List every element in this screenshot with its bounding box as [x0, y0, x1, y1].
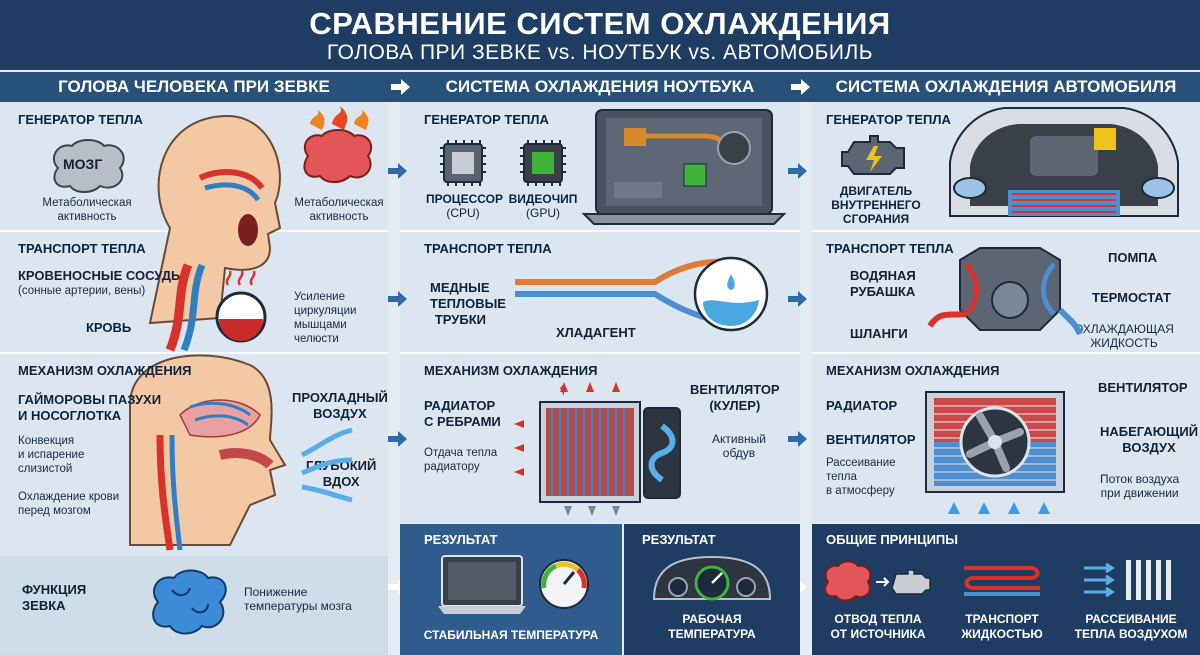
cool-air-arrows-icon	[300, 427, 353, 503]
vessels-label: КРОВЕНОСНЫЕ СОСУДЫ	[18, 268, 184, 283]
car-fan-right-label: ВЕНТИЛЯТОР	[1098, 380, 1188, 395]
arrow-right-icon	[388, 431, 407, 447]
column-header-laptop: СИСТЕМА ОХЛАЖДЕНИЯ НОУТБУКА	[412, 72, 788, 102]
coolant-label: ХЛАДАГЕНТ	[556, 325, 636, 340]
thermostat-label: ТЕРМОСТАТ	[1092, 290, 1171, 305]
arrow-right-icon	[388, 163, 407, 179]
laptop-result-caption: СТАБИЛЬНАЯ ТЕМПЕРАТУРА	[423, 628, 599, 642]
arrow-right-icon	[388, 291, 407, 307]
page-subtitle: ГОЛОВА ПРИ ЗЕВКЕ vs. НОУТБУК vs. АВТОМОБ…	[326, 41, 874, 64]
gpu-chip-icon	[520, 140, 566, 186]
laptop-heat-title: ГЕНЕРАТОР ТЕПЛА	[424, 112, 549, 127]
laptop-internals-illustration	[581, 109, 787, 225]
car-engine-bay-illustration	[949, 107, 1179, 217]
engine-check-icon	[841, 135, 905, 175]
car-transport-title: ТРАНСПОРТ ТЕПЛА	[826, 241, 954, 256]
car-result-title: РЕЗУЛЬТАТ	[642, 532, 716, 547]
gpu-label: ВИДЕОЧИП(GPU)	[508, 192, 578, 220]
car-radiator-illustration	[925, 391, 1065, 514]
laptop-fan-label: ВЕНТИЛЯТОР(КУЛЕР)	[690, 382, 780, 413]
air-dissipation-icon	[1084, 560, 1171, 600]
hoses-label: ШЛАНГИ	[850, 326, 908, 341]
head-transport-title: ТРАНСПОРТ ТЕПЛА	[18, 241, 146, 256]
vessels-sub: (сонные артерии, вены)	[18, 285, 146, 297]
car-dashboard-icon	[652, 555, 772, 601]
heat-pipe-loop-illustration	[515, 256, 769, 332]
page-title: СРАВНЕНИЕ СИСТЕМ ОХЛАЖДЕНИЯ	[309, 6, 891, 41]
blood-label: КРОВЬ	[86, 320, 132, 335]
hot-brain-icon	[303, 106, 373, 183]
brain-gray-icon	[53, 139, 125, 193]
liquid-transport-icon	[964, 566, 1040, 596]
principles-title: ОБЩИЕ ПРИНЦИПЫ	[826, 532, 958, 547]
car-mechanism-title: МЕХАНИЗМ ОХЛАЖДЕНИЯ	[826, 363, 1000, 378]
column-header-car: СИСТЕМА ОХЛАЖДЕНИЯ АВТОМОБИЛЯ	[812, 72, 1200, 102]
pump-label: ПОМПА	[1108, 250, 1158, 265]
laptop-result-icon	[438, 555, 589, 614]
laptop-result-title: РЕЗУЛЬТАТ	[424, 532, 498, 547]
arrow-right-icon	[791, 79, 810, 95]
brain-tag: МОЗГ	[63, 156, 103, 172]
car-radiator-label: РАДИАТОР	[826, 398, 898, 413]
header: СРАВНЕНИЕ СИСТЕМ ОХЛАЖДЕНИЯ ГОЛОВА ПРИ З…	[0, 0, 1200, 70]
cpu-chip-icon	[440, 140, 486, 186]
column-header-head: ГОЛОВА ЧЕЛОВЕКА ПРИ ЗЕВКЕ	[0, 72, 388, 102]
car-engine-coolant-illustration	[927, 247, 1083, 336]
arrow-right-icon	[788, 291, 807, 307]
laptop-radiator-fan-illustration	[514, 382, 681, 516]
cpu-label: ПРОЦЕССОР(CPU)	[426, 192, 503, 220]
head-heat-title: ГЕНЕРАТОР ТЕПЛА	[18, 112, 143, 127]
car-heat-title: ГЕНЕРАТОР ТЕПЛА	[826, 112, 951, 127]
laptop-mechanism-title: МЕХАНИЗМ ОХЛАЖДЕНИЯ	[424, 363, 598, 378]
cool-brain-icon	[152, 569, 227, 635]
car-fan-label: ВЕНТИЛЯТОР	[826, 432, 916, 447]
arrow-right-icon	[391, 79, 410, 95]
head-mechanism-title: МЕХАНИЗМ ОХЛАЖДЕНИЯ	[18, 363, 192, 378]
arrow-right-icon	[788, 163, 807, 179]
heated-blood-flask-icon	[215, 270, 267, 343]
laptop-transport-title: ТРАНСПОРТ ТЕПЛА	[424, 241, 552, 256]
arrow-right-icon	[788, 431, 807, 447]
heat-removal-icon	[824, 560, 931, 602]
head-cross-section-illustration	[129, 354, 287, 551]
blood-vessels-icon	[165, 263, 206, 352]
